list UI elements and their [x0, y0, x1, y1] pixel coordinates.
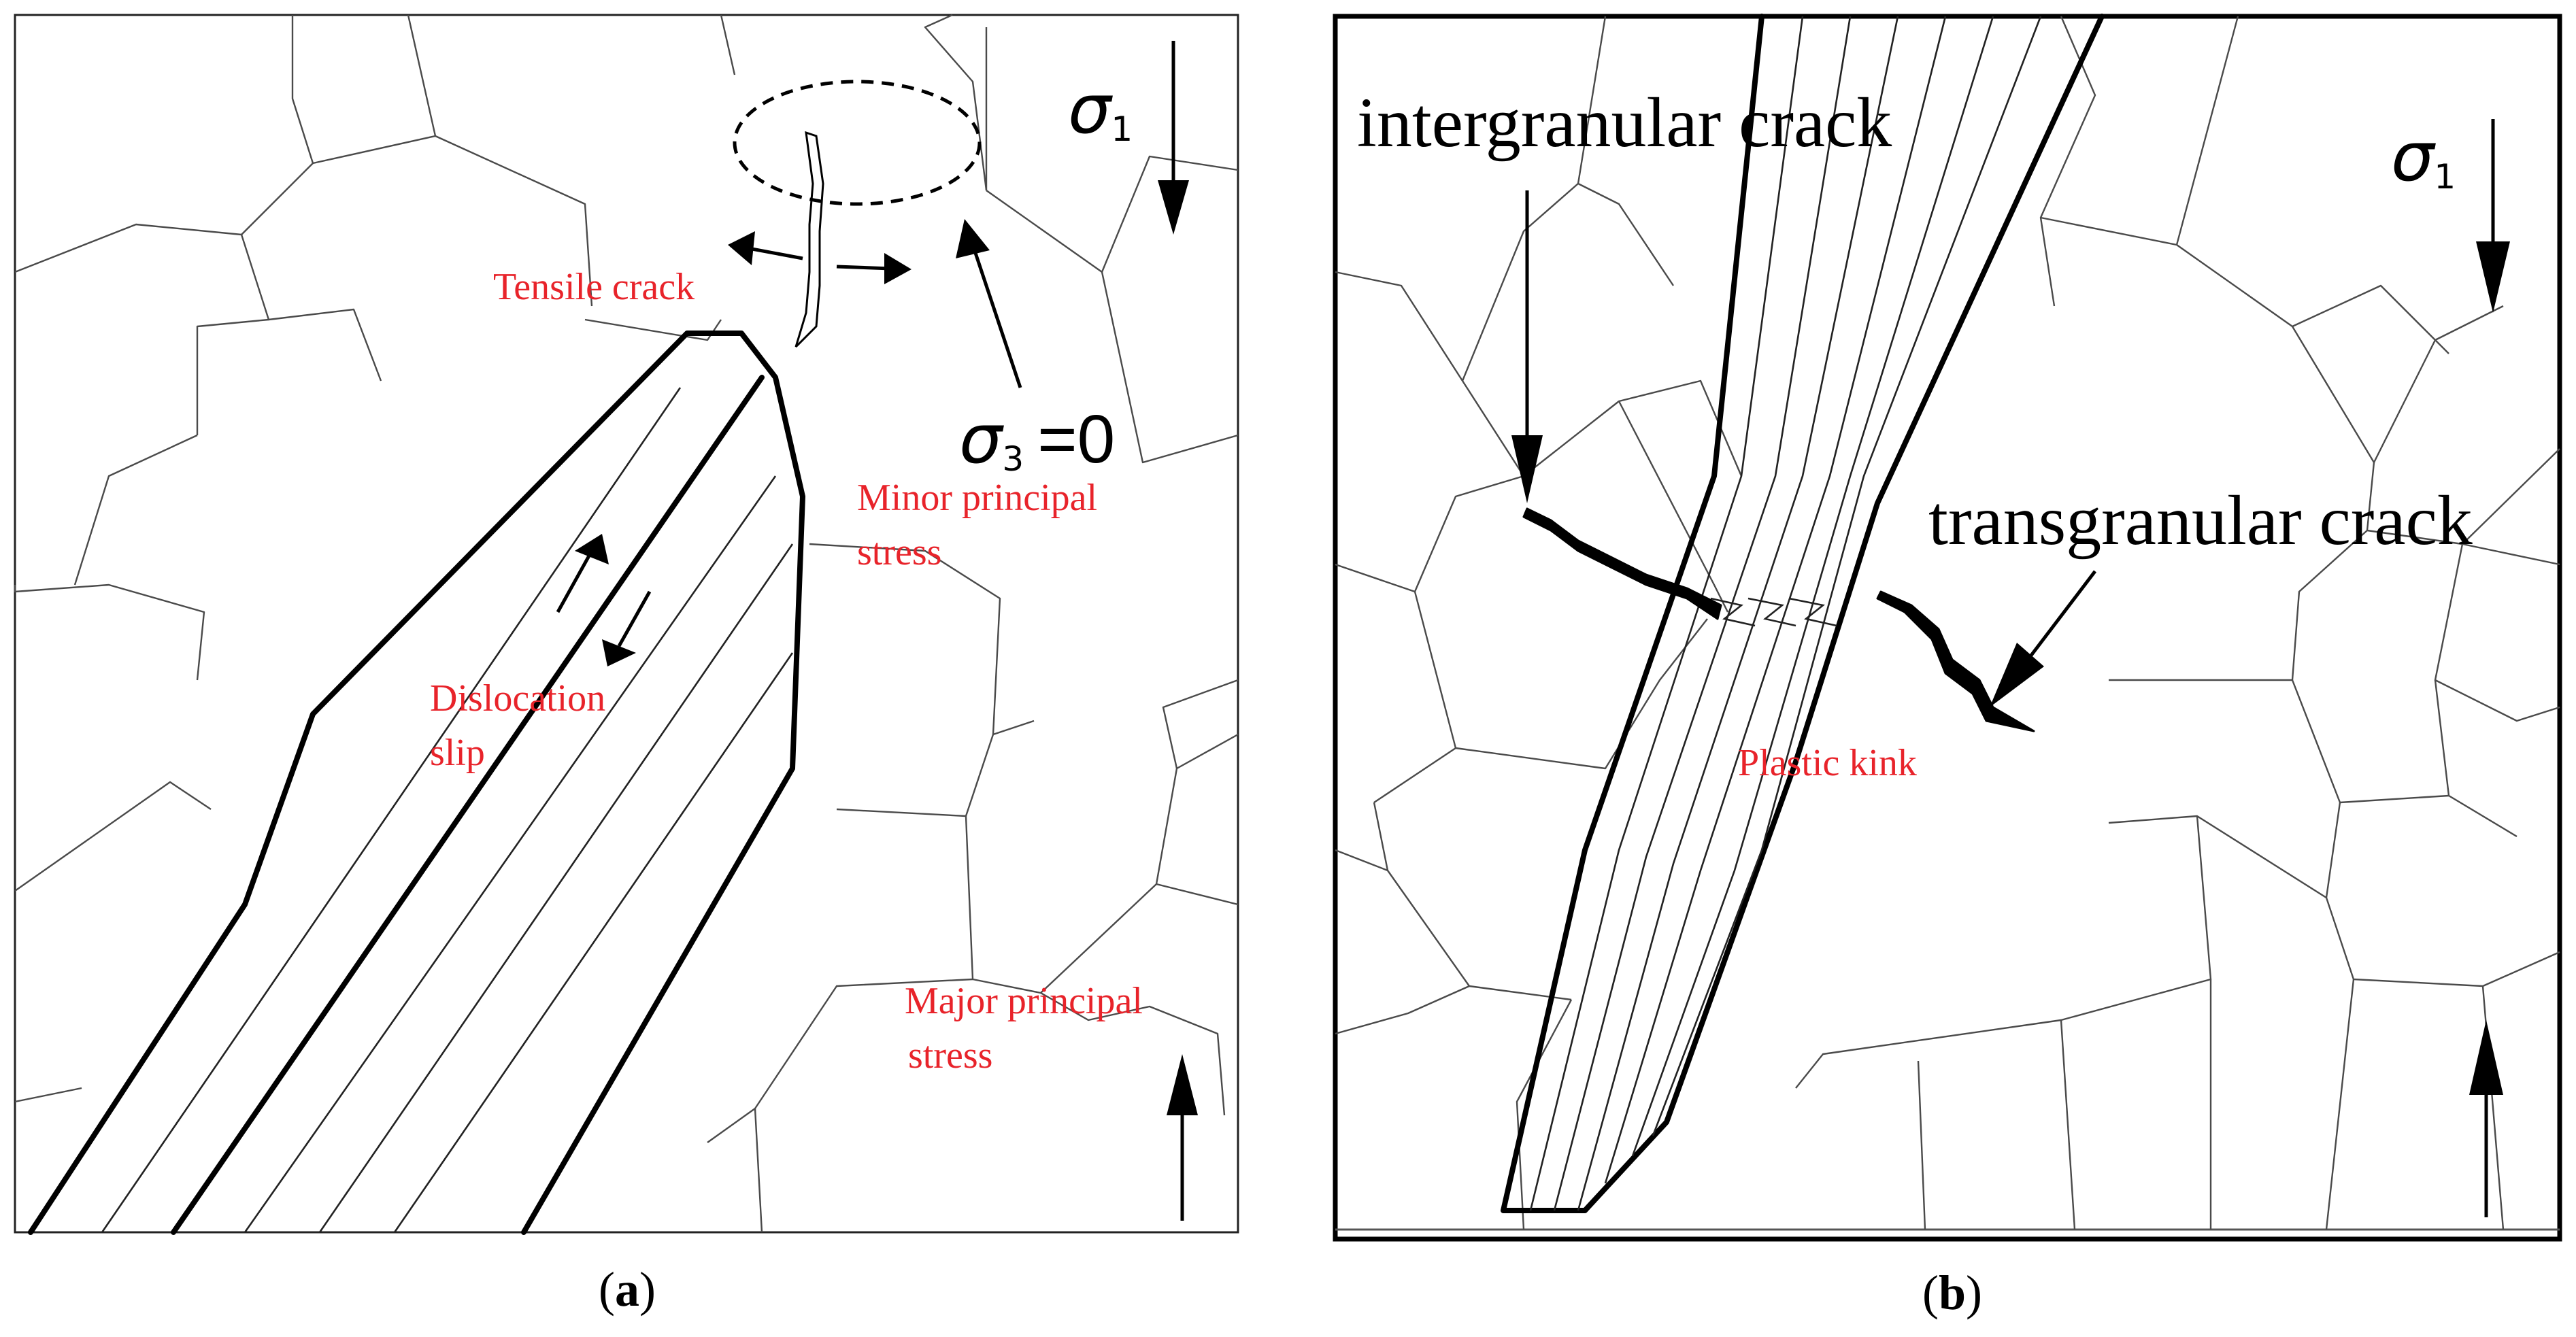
panel-a-crack-tip-ellipse [733, 80, 982, 206]
panel-a-grain-boundaries [14, 14, 1239, 1233]
panel-a-minor-stress-label-line2: stress [857, 531, 941, 573]
panel-a-bottom-arrow [1167, 1054, 1198, 1221]
panel-a-minor-stress-label-line1: Minor principal [857, 477, 1097, 519]
panel-a-sigma1-arrow [1158, 41, 1189, 235]
panel-a: σ1 σ3=0 Tensile crack Minor principal st… [14, 14, 1239, 1317]
panel-a-frame [14, 14, 1239, 1234]
panel-b-caption: (b) [1922, 1266, 1982, 1320]
panel-a-shear-band [28, 331, 805, 1235]
panel-a-dislocation-label-line2: slip [430, 732, 485, 774]
panel-b-plastic-kink-label: Plastic kink [1738, 742, 1917, 784]
panel-a-tensile-crack-label: Tensile crack [493, 266, 695, 308]
panel-a-tensile-crack [794, 131, 824, 348]
panel-b-transgranular-pointer [1990, 570, 2096, 707]
panel-b-bottom-arrow [2469, 1020, 2503, 1217]
panel-b: intergranular crack transgranular crack … [1333, 14, 2562, 1320]
panel-a-major-stress-label-line1: Major principal [905, 980, 1143, 1022]
panel-b-grain-boundaries [1335, 16, 2560, 1230]
panel-b-transgranular-label: transgranular crack [1928, 481, 2473, 560]
panel-b-intergranular-crack [1522, 507, 1722, 620]
panel-a-major-stress-label-line2: stress [908, 1034, 992, 1077]
panel-b-shear-band [1501, 14, 2105, 1213]
panel-b-frame [1333, 14, 2562, 1242]
panel-a-sigma1-label: σ1 [1068, 69, 1133, 149]
panel-a-sigma3-label: σ3=0 [959, 399, 1115, 479]
panel-b-sigma1-arrow [2476, 119, 2510, 313]
panel-b-intergranular-pointer [1511, 190, 1543, 503]
panel-b-transgranular-crack [1876, 590, 2035, 732]
panel-a-dislocation-label-line1: Dislocation [430, 677, 605, 720]
panel-a-opening-arrows [728, 219, 1022, 388]
panel-b-sigma1-label: σ1 [2391, 117, 2456, 197]
panel-a-slip-arrows [556, 534, 652, 666]
panel-b-intergranular-label: intergranular crack [1357, 84, 1892, 162]
panel-a-caption: (a) [599, 1262, 656, 1317]
